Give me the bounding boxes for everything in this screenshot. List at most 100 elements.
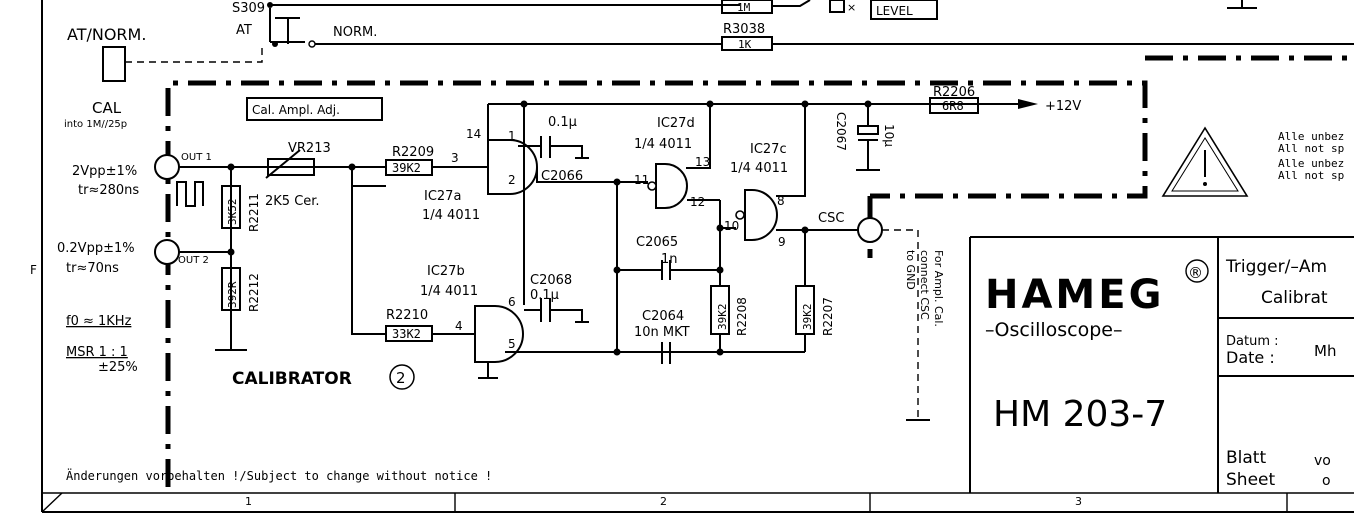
warning-icon — [1161, 126, 1249, 197]
frequency-label: f0 ≈ 1KHz — [66, 314, 132, 329]
csc-label: CSC — [818, 211, 844, 226]
switch-s309-symbol — [267, 2, 316, 48]
sheet-title-line1: Trigger/–Am — [1225, 257, 1327, 277]
out1-label: OUT 1 — [181, 152, 212, 163]
r2209-ref: R2209 — [392, 145, 434, 160]
r2207-ref: R2207 — [821, 297, 835, 336]
out1-amplitude: 2Vpp±1% — [72, 164, 137, 179]
supply-label: +12V — [1045, 99, 1081, 114]
csc-note-line3: to GND — [904, 250, 917, 290]
sheet-frame — [41, 0, 1354, 513]
ic27d-type: 1/4 4011 — [634, 137, 692, 152]
r2212-value: 392R — [226, 281, 239, 308]
ic27b-gate — [474, 305, 524, 363]
ic27c-ref: IC27c — [750, 142, 787, 157]
csc-note-line2: connect CSC — [918, 250, 931, 320]
date-value: Mh — [1314, 342, 1336, 360]
switch-ref: S309 — [232, 1, 265, 16]
ic27c-type: 1/4 4011 — [730, 161, 788, 176]
title-block — [969, 236, 1354, 493]
c2066-ref: C2066 — [541, 169, 583, 184]
cal-ampl-adj-label: Cal. Ampl. Adj. — [252, 103, 340, 117]
date-label-de: Datum : — [1226, 334, 1279, 349]
csc-test-point[interactable] — [857, 217, 883, 243]
sheet-of: o — [1322, 473, 1331, 489]
ic27a-type: 1/4 4011 — [422, 208, 480, 223]
out2-risetime: tr≈70ns — [66, 261, 119, 276]
registered-mark: ® — [1188, 264, 1203, 282]
cal-title: CAL — [92, 99, 122, 117]
level-label: LEVEL — [876, 4, 913, 18]
resistor-1m-value: 1M — [737, 1, 751, 14]
warning-line1: Alle unbez — [1278, 130, 1344, 143]
switch-button[interactable] — [102, 46, 126, 82]
r2206-value: 6R8 — [942, 99, 964, 113]
r2211-ref: R2211 — [247, 193, 261, 232]
ic27a-ref: IC27a — [424, 189, 461, 204]
ic27d-pin-12: 12 — [690, 195, 705, 209]
r2210-ref: R2210 — [386, 308, 428, 323]
c2068-ref: C2068 — [530, 273, 572, 288]
sheet-title-line2: Calibrat — [1261, 288, 1328, 308]
ic27d-ref: IC27d — [657, 116, 695, 131]
c2066-value: 0.1µ — [548, 115, 577, 130]
ic27d-pin-11: 11 — [634, 173, 649, 187]
r2206-ref: R2206 — [933, 85, 975, 100]
ic27c-pin-10: 10 — [724, 219, 739, 233]
ic27c-pin-8: 8 — [777, 194, 785, 208]
vr213-body — [267, 158, 315, 176]
r2208-value: 39K2 — [716, 304, 729, 331]
r2212-ref: R2212 — [247, 273, 261, 312]
c2065-value: 1n — [661, 252, 678, 267]
c2068-value: 0.1µ — [530, 288, 559, 303]
c2064-ref: C2064 — [642, 309, 684, 324]
ic27b-pin-5: 5 — [508, 337, 516, 351]
out1-risetime: tr≈280ns — [78, 183, 139, 198]
cal-subtitle: into 1M//25p — [64, 119, 127, 130]
warning-line3: Alle unbez — [1278, 157, 1344, 170]
calibrator-title: CALIBRATOR — [232, 369, 352, 389]
change-notice: Änderungen vorbehalten !/Subject to chan… — [66, 468, 492, 483]
vr213-value: 2K5 Cer. — [265, 194, 320, 209]
date-label-en: Date : — [1226, 348, 1275, 367]
zone-2-label: 2 — [660, 495, 667, 508]
r3038-value: 1K — [738, 38, 752, 51]
row-marker: F — [30, 263, 37, 277]
ic27b-ref: IC27b — [427, 264, 465, 279]
msr-tolerance: ±25% — [98, 360, 138, 375]
model-name: HM 203-7 — [993, 394, 1167, 435]
r2207-value: 39K2 — [801, 304, 814, 331]
out1-connector[interactable] — [154, 154, 180, 180]
sheet-von: vo — [1314, 453, 1331, 469]
out2-amplitude: 0.2Vpp±1% — [57, 241, 135, 256]
zone-1-label: 1 — [245, 495, 252, 508]
ic27b-type: 1/4 4011 — [420, 284, 478, 299]
c2067-value: 10µ — [882, 124, 896, 147]
ic27c-gate — [744, 189, 778, 241]
ic27a-pin-2: 2 — [508, 173, 516, 187]
sheet-label-de: Blatt — [1226, 448, 1266, 468]
calibrator-number: 2 — [396, 369, 406, 387]
out2-connector[interactable] — [154, 239, 180, 265]
r2209-value: 39K2 — [392, 161, 421, 175]
calibrator-block-border — [165, 80, 1148, 487]
c2067-ref: C2067 — [834, 112, 848, 151]
r2210-value: 33K2 — [392, 327, 421, 341]
warning-line4: All not sp — [1278, 169, 1344, 182]
r2211-value: 3K52 — [226, 199, 239, 226]
csc-note-line1: For Ampl. Cal. — [932, 250, 945, 327]
warning-line2: All not sp — [1278, 142, 1344, 155]
ic27c-pin-9: 9 — [778, 235, 786, 249]
ic27d-gate — [655, 163, 688, 209]
cal-ampl-adj-box — [246, 97, 383, 121]
ic27b-pin-6: 6 — [508, 295, 516, 309]
msr-label: MSR 1 : 1 — [66, 345, 128, 360]
switch-pos-at: AT — [236, 23, 252, 38]
r2208-ref: R2208 — [735, 297, 749, 336]
c2064-value: 10n MKT — [634, 325, 690, 340]
r3038-ref: R3038 — [723, 22, 765, 37]
ic27a-pin-3: 3 — [451, 151, 459, 165]
c2065-ref: C2065 — [636, 235, 678, 250]
ic27b-pin-4: 4 — [455, 319, 463, 333]
